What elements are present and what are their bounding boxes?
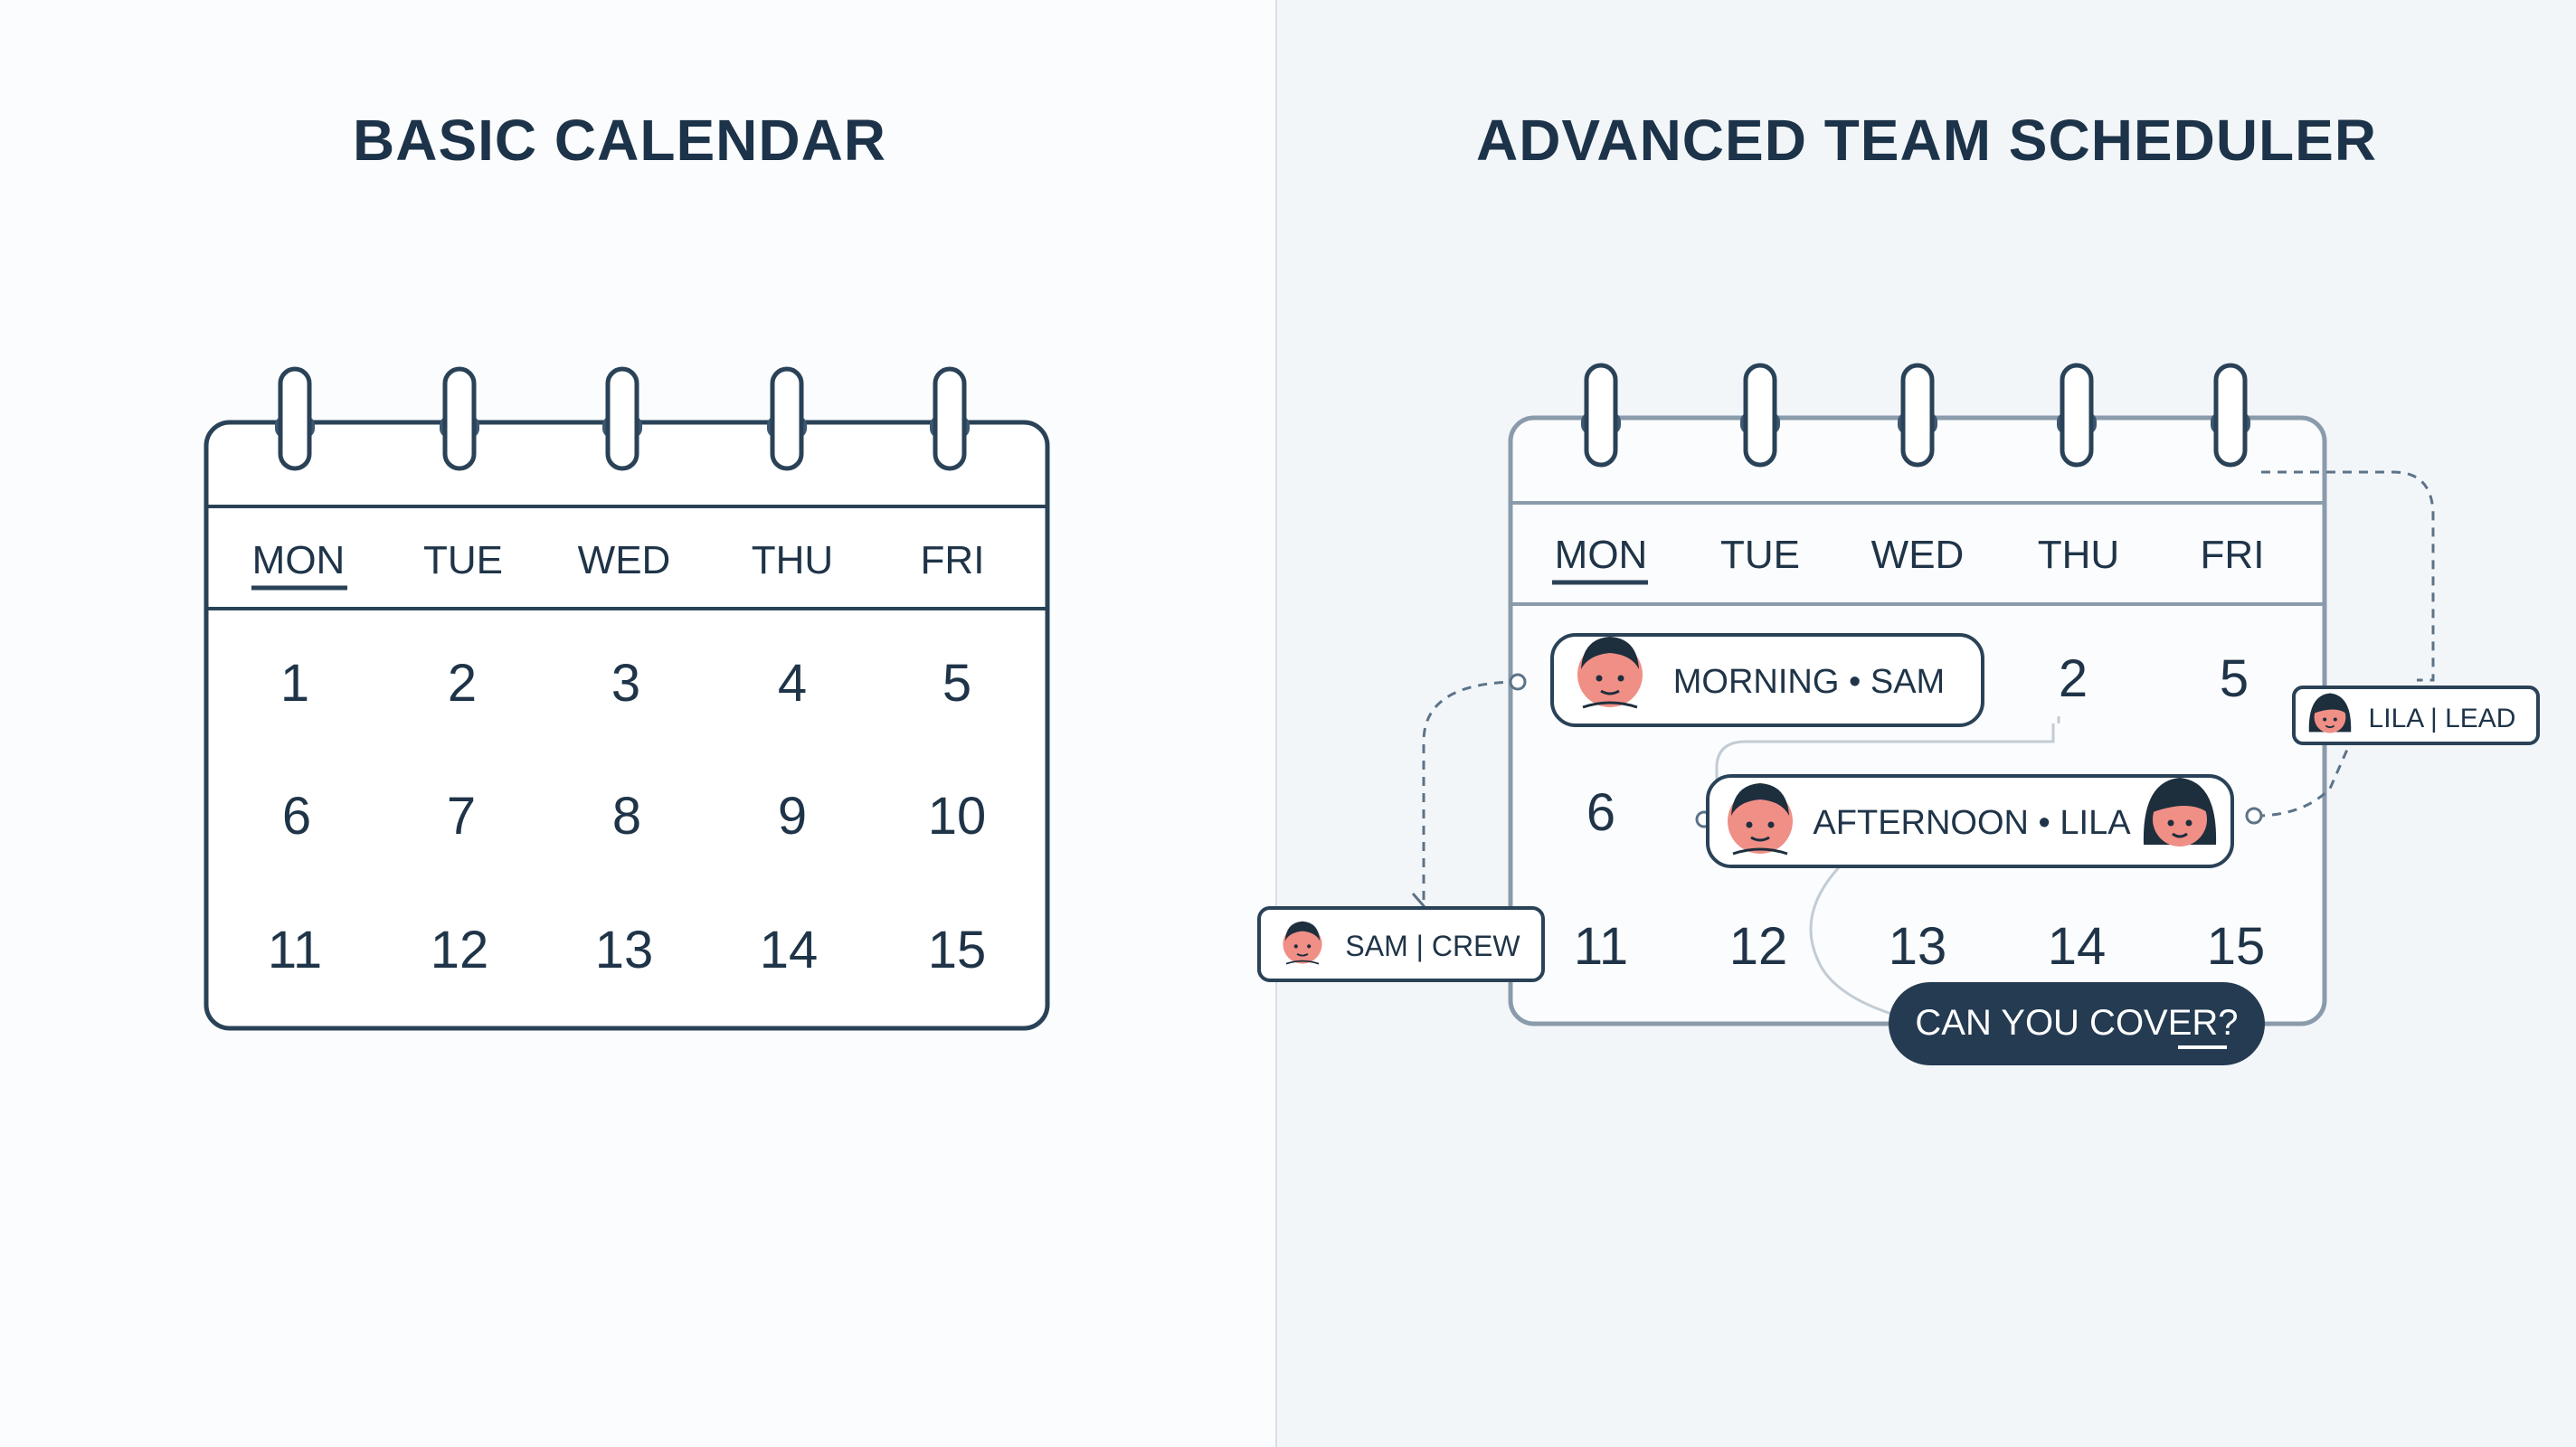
adv-date[interactable]: 6 [1586, 783, 1615, 842]
basic-date[interactable]: 5 [942, 654, 971, 713]
adv-day-tue: TUE [1720, 533, 1800, 577]
basic-date[interactable]: 12 [431, 921, 489, 979]
basic-date[interactable]: 1 [280, 654, 309, 713]
basic-date[interactable]: 10 [928, 787, 987, 846]
panel-divider [1275, 0, 1277, 1447]
adv-date[interactable]: 13 [1889, 917, 1947, 976]
adv-date[interactable]: 11 [1574, 917, 1628, 976]
adv-day-mon: MON [1555, 533, 1648, 577]
basic-date[interactable]: 3 [611, 654, 640, 713]
adv-date[interactable]: 2 [2059, 649, 2088, 708]
advanced-scheduler-title: ADVANCED TEAM SCHEDULER [1475, 108, 2378, 173]
adv-day-thu: THU [2038, 533, 2119, 577]
basic-date[interactable]: 6 [282, 787, 311, 846]
basic-date[interactable]: 15 [928, 921, 987, 979]
lila-lead-tag[interactable]: LILA | LEAD [2292, 686, 2540, 745]
lila-lead-label: LILA | LEAD [2369, 704, 2516, 733]
connector-line [1422, 470, 2435, 908]
advanced-scheduler: MON TUE WED THU FRI MORNING • SAM [1257, 365, 2540, 1065]
morning-shift-pill[interactable]: MORNING • SAM [1550, 633, 1984, 727]
afternoon-shift-pill[interactable]: AFTERNOON • LILA [1706, 774, 2234, 868]
basic-date[interactable]: 4 [778, 654, 807, 713]
basic-day-thu: THU [752, 538, 833, 582]
adv-date[interactable]: 12 [1729, 917, 1788, 976]
adv-day-fri: FRI [2201, 533, 2265, 577]
basic-day-tue: TUE [423, 538, 503, 582]
afternoon-shift-label: AFTERNOON • LILA [1813, 804, 2131, 842]
basic-calendar: MON TUE WED THU FRI 1 2 3 4 5 6 7 8 9 10… [204, 369, 1050, 1031]
basic-date[interactable]: 2 [448, 654, 477, 713]
morning-shift-label: MORNING • SAM [1673, 663, 1945, 701]
basic-date[interactable]: 11 [268, 921, 322, 979]
sam-crew-tag[interactable]: SAM | CREW [1257, 906, 1545, 982]
basic-day-mon: MON [252, 538, 346, 582]
can-you-cover-button[interactable]: CAN YOU COVER? [1889, 982, 2265, 1065]
basic-day-fri: FRI [921, 538, 985, 582]
adv-day-wed: WED [1871, 533, 1965, 577]
basic-date[interactable]: 14 [760, 921, 819, 979]
basic-date[interactable]: 7 [447, 787, 476, 846]
basic-calendar-title: BASIC CALENDAR [353, 108, 886, 173]
basic-date[interactable]: 9 [778, 787, 807, 846]
adv-date[interactable]: 15 [2207, 917, 2266, 976]
basic-date[interactable]: 8 [612, 787, 641, 846]
basic-date[interactable]: 13 [595, 921, 654, 979]
adv-date[interactable]: 14 [2048, 917, 2107, 976]
adv-date[interactable]: 5 [2220, 649, 2249, 708]
basic-day-wed: WED [578, 538, 671, 582]
sam-crew-label: SAM | CREW [1345, 930, 1520, 962]
cover-button-label: CAN YOU COVER? [1915, 1003, 2238, 1043]
